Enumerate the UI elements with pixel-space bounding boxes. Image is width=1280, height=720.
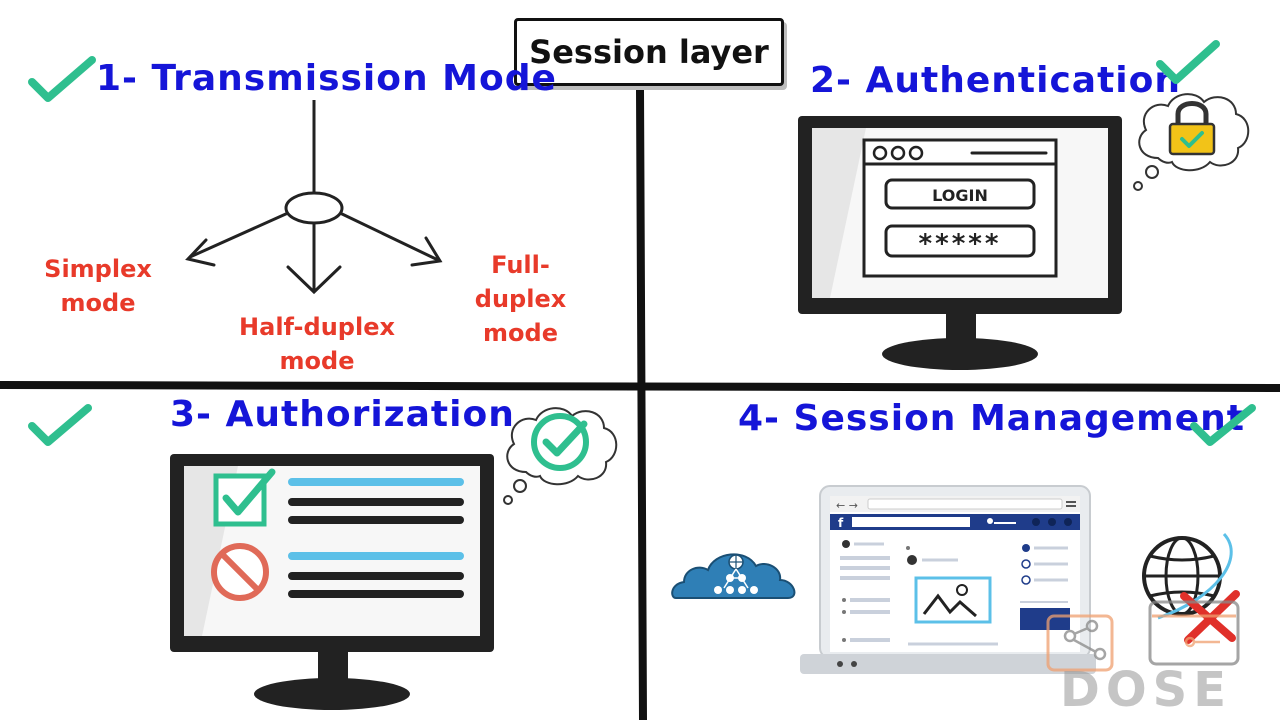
watermark-logo-graphic bbox=[1046, 600, 1240, 672]
section-4-heading: 4- Session Management bbox=[738, 398, 1245, 439]
forbidden-icon bbox=[211, 543, 269, 601]
network-cloud-icon bbox=[671, 553, 796, 599]
browser-logo: f bbox=[838, 516, 844, 530]
section-1-heading: 1- Transmission Mode bbox=[96, 58, 557, 99]
full-duplex-mode-label: Full-duplex mode bbox=[474, 251, 567, 347]
monitor-icon bbox=[170, 454, 494, 710]
password-mask: ***** bbox=[919, 229, 1002, 259]
page-title-text: Session layer bbox=[529, 33, 769, 71]
section-3-heading: 3- Authorization bbox=[170, 394, 515, 435]
watermark-text: DOSE bbox=[1060, 662, 1233, 718]
svg-text:← →: ← → bbox=[836, 499, 858, 512]
page-title: Session layer bbox=[514, 18, 784, 86]
thought-cloud-icon bbox=[1133, 93, 1250, 191]
section-2-heading: 2- Authentication bbox=[810, 60, 1181, 101]
transmission-diagram bbox=[185, 100, 443, 295]
lock-icon bbox=[1168, 101, 1216, 156]
login-label: LOGIN bbox=[932, 186, 988, 205]
check-icon bbox=[1156, 40, 1220, 84]
thought-cloud-icon bbox=[503, 407, 618, 505]
simplex-mode-label: Simplex mode bbox=[44, 255, 152, 317]
globe-icon bbox=[1142, 532, 1233, 620]
check-icon bbox=[1190, 404, 1256, 446]
check-icon bbox=[28, 404, 92, 446]
check-icon bbox=[28, 56, 96, 102]
half-duplex-mode-label: Half-duplex mode bbox=[239, 313, 395, 375]
laptop-icon: ← → f bbox=[800, 485, 1096, 674]
checkbox-icon bbox=[213, 468, 276, 527]
monitor-icon: LOGIN ***** bbox=[798, 116, 1122, 370]
